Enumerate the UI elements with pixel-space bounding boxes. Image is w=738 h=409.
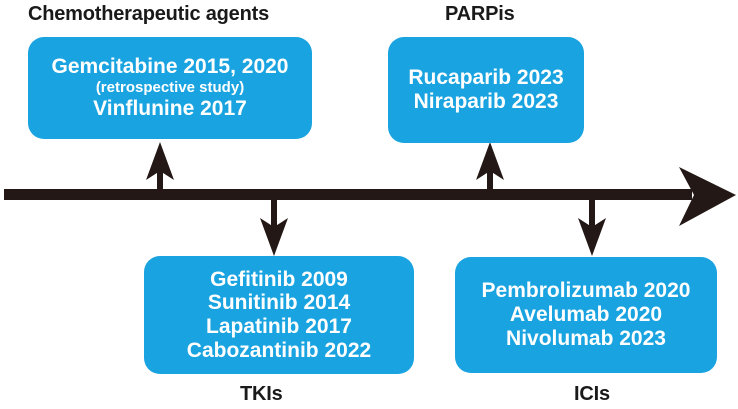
category-label-parpis: PARPis [445,3,515,25]
arrow-down-icon [260,218,288,256]
node-line-icis-2: Nivolumab 2023 [506,326,666,350]
node-line-tkis-3: Cabozantinib 2022 [186,338,372,362]
axis-arrowhead-icon [679,167,736,226]
arrow-down-icon [578,218,606,256]
arrow-up-icon [146,142,174,180]
node-line-parpis-1: Niraparib 2023 [413,90,559,113]
node-line-tkis-1: Sunitinib 2014 [207,291,351,315]
node-box-icis[interactable]: Pembrolizumab 2020 Avelumab 2020 Nivolum… [455,257,717,373]
node-box-tkis[interactable]: Gefitinib 2009 Sunitinib 2014 Lapatinib … [144,256,414,374]
axis-line [4,189,692,200]
node-box-parpis[interactable]: Rucaparib 2023 Niraparib 2023 [388,37,584,143]
category-label-icis: ICIs [574,383,610,405]
connector-tkis [260,196,288,256]
node-line-chemo-0: Gemcitabine 2015, 2020 [51,55,289,79]
node-line-icis-1: Avelumab 2020 [509,303,663,327]
connector-parpis [476,142,504,194]
category-label-chemo: Chemotherapeutic agents [28,3,270,25]
connector-chemo [146,142,174,194]
node-box-chemo[interactable]: Gemcitabine 2015, 2020 (retrospective st… [28,37,312,139]
node-line-chemo-2: Vinflunine 2017 [93,97,247,120]
node-line-tkis-0: Gefitinib 2009 [210,267,348,291]
node-line-chemo-1: (retrospective study) [95,79,245,96]
category-label-tkis: TKIs [240,383,283,405]
node-line-tkis-2: Lapatinib 2017 [206,315,352,338]
node-line-icis-0: Pembrolizumab 2020 [481,279,691,303]
node-line-parpis-0: Rucaparib 2023 [408,66,564,90]
connector-icis [578,196,606,256]
arrow-up-icon [476,142,504,180]
